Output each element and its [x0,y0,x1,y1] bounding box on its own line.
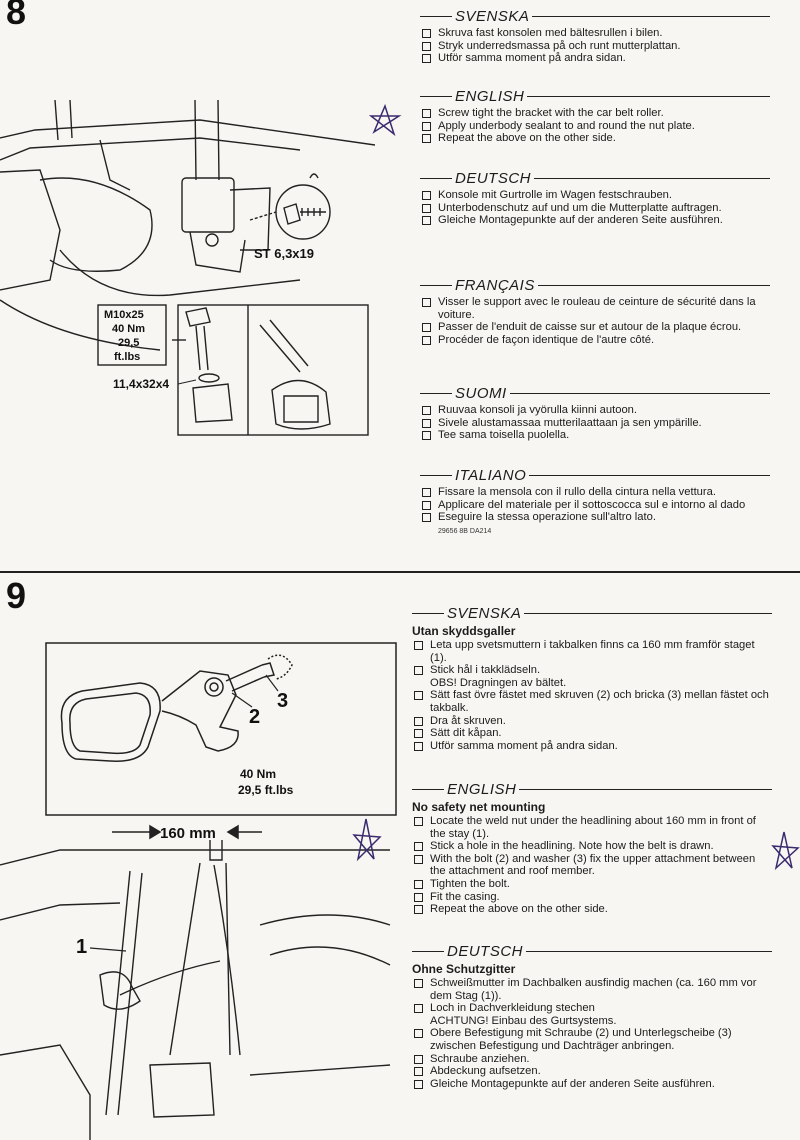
torque-nm: 40 Nm [240,767,276,781]
instruction-item: Eseguire la stessa operazione sull'altro… [420,511,770,524]
instruction-item: Sivele alustamassaa mutterilaattaan ja s… [420,417,770,430]
step-divider [0,571,800,573]
instruction-item: Schraube anziehen. [412,1053,772,1066]
instruction-item: Stick hål i takklädseln. [412,664,772,677]
callout-1: 1 [76,936,87,958]
section-heading: DEUTSCH [455,169,532,187]
instruction-item: Konsole mit Gurtrolle im Wagen festschra… [420,189,770,202]
instruction-item: Tighten the bolt. [412,878,772,891]
detail-box [45,642,397,816]
instruction-item: Locate the weld nut under the headlining… [412,815,772,840]
instruction-item: Sätt dit kåpan. [412,727,772,740]
handwritten-star-mark [771,831,800,871]
instruction-item: Dra åt skruven. [412,715,772,728]
section-heading: ENGLISH [455,87,525,105]
distance-label: 160 mm [160,825,216,842]
belt-drawing [0,840,391,1140]
instruction-item: Sätt fast övre fästet med skruven (2) oc… [412,689,772,714]
section-heading: ENGLISH [447,780,517,798]
instruction-item: Abdeckung aufsetzen. [412,1065,772,1078]
section-heading: ITALIANO [455,466,527,484]
instruction-item: Gleiche Montagepunkte auf der anderen Se… [412,1078,772,1091]
step9-section-svenska: SVENSKA Utan skyddsgaller Leta upp svets… [412,603,772,752]
screw-callout [249,184,331,240]
instruction-item: Skruva fast konsolen med bältesrullen i … [420,27,770,40]
step9-section-deutsch: DEUTSCH Ohne Schutzgitter Schweißmutter … [412,941,772,1090]
reference-code: 29656 8B DA214 [438,527,492,535]
instruction-note: OBS! Dragningen av bältet. [430,676,567,689]
handwritten-star-mark [368,103,402,137]
bolt-spec-box: M10x25 40 Nm 29,5 ft.lbs [104,309,145,363]
step8-section-svenska: SVENSKA Skruva fast konsolen med bältesr… [420,6,770,65]
instruction-item: Stryk underredsmassa på och runt mutterp… [420,40,770,53]
instruction-item: Obere Befestigung mit Schraube (2) und U… [412,1027,772,1052]
step8-section-suomi: SUOMI Ruuvaa konsoli ja vyörulla kiinni … [420,383,770,442]
step-number-8: 8 [6,0,27,32]
instruction-item: With the bolt (2) and washer (3) fix the… [412,853,772,878]
section-subtitle: No safety net mounting [412,800,546,814]
instruction-item: Fit the casing. [412,891,772,904]
section-subtitle: Utan skyddsgaller [412,624,516,638]
instruction-item: Tee sama toisella puolella. [420,429,770,442]
step8-illustration: ST 6,3x19 M10x25 40 Nm 29,5 ft.lbs 11,4x… [0,100,375,436]
step8-section-english: ENGLISH Screw tight the bracket with the… [420,86,770,145]
instruction-item: Repeat the above on the other side. [420,132,770,145]
instruction-item: Ruuvaa konsoli ja vyörulla kiinni autoon… [420,404,770,417]
bolt-torque-nm: 40 Nm [112,323,145,335]
handwritten-star-mark [352,818,382,862]
instruction-item: Applicare del materiale per il sottoscoc… [420,499,770,512]
step9-section-english: ENGLISH No safety net mounting Locate th… [412,779,772,916]
instruction-item: Apply underbody sealant to and round the… [420,120,770,133]
step8-section-francais: FRANÇAIS Visser le support avec le roule… [420,275,770,346]
instruction-item: Stick a hole in the headlining. Note how… [412,840,772,853]
instruction-item: Unterbodenschutz auf und um die Mutterpl… [420,202,770,215]
instruction-item: Fissare la mensola con il rullo della ci… [420,486,770,499]
torque-ftlbs: 29,5 ft.lbs [238,783,294,797]
instruction-item: Loch in Dachverkleidung stechen [412,1002,772,1015]
section-heading: SVENSKA [447,604,522,622]
section-subtitle: Ohne Schutzgitter [412,962,516,976]
callout-2: 2 [249,706,260,728]
instruction-item: Schweißmutter im Dachbalken ausfindig ma… [412,977,772,1002]
bolt-size: M10x25 [104,309,144,321]
section-heading: SUOMI [455,384,507,402]
instruction-item: Screw tight the bracket with the car bel… [420,107,770,120]
section-heading: SVENSKA [455,7,530,25]
instruction-note: ACHTUNG! Einbau des Gurtsystems. [430,1014,617,1027]
instruction-item: Leta upp svetsmuttern i takbalken finns … [412,639,772,664]
instruction-item: Procéder de façon identique de l'autre c… [420,334,770,347]
distance-dimension [112,824,262,840]
inset-box [97,304,369,436]
callout-3: 3 [277,690,288,712]
step8-section-deutsch: DEUTSCH Konsole mit Gurtrolle im Wagen f… [420,168,770,227]
instruction-item: Gleiche Montagepunkte auf der anderen Se… [420,214,770,227]
screw-spec-label: ST 6,3x19 [254,246,314,261]
step9-illustration: 2 3 40 Nm 29,5 ft.lbs 160 mm 1 [0,642,397,1140]
section-heading: DEUTSCH [447,942,524,960]
instruction-item: Repeat the above on the other side. [412,903,772,916]
washer-spec-label: 11,4x32x4 [113,377,169,391]
section-heading: FRANÇAIS [455,276,535,294]
car-interior-drawing [0,100,375,351]
instruction-item: Visser le support avec le rouleau de cei… [420,296,770,321]
step8-section-italiano: ITALIANO Fissare la mensola con il rullo… [420,465,770,535]
instruction-item: Passer de l'enduit de caisse sur et auto… [420,321,770,334]
step-number-9: 9 [6,575,27,616]
bolt-torque-ftlbs-unit: ft.lbs [114,351,140,363]
bolt-torque-ftlbs-value: 29,5 [118,337,139,349]
instruction-item: Utför samma moment på andra sidan. [412,740,772,753]
instruction-item: Utför samma moment på andra sidan. [420,52,770,65]
